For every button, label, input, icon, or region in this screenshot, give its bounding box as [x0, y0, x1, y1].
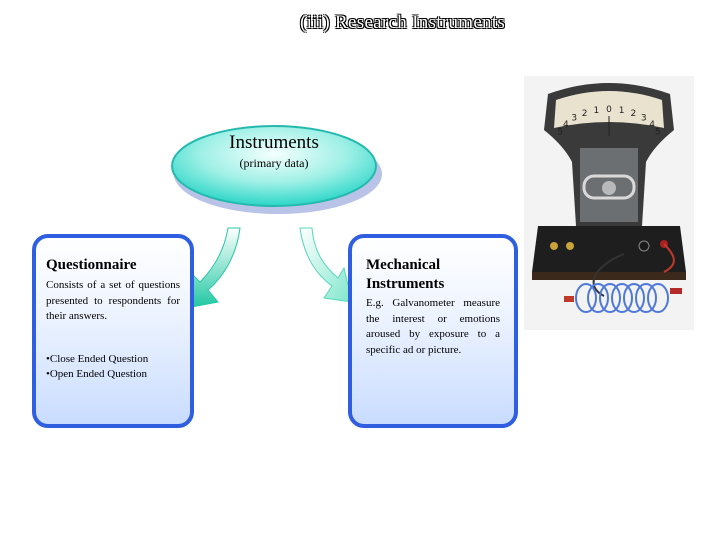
questionnaire-description: Consists of a set of questions presented… [46, 279, 180, 322]
right-arrow [299, 227, 353, 303]
dial-label: 2 [582, 109, 588, 119]
center-subtitle: (primary data) [239, 156, 309, 170]
dial-label: 4 [563, 120, 569, 130]
dial-label: 3 [641, 114, 647, 124]
dial-label: 5 [655, 127, 661, 137]
mechanical-title: Mechanical Instruments [366, 257, 445, 292]
dial-label: 1 [619, 106, 625, 116]
dial-label: 2 [631, 109, 637, 119]
dial-label: 5 [557, 127, 563, 137]
dial-label: 0 [606, 105, 612, 115]
left-arrow [185, 227, 241, 309]
mechanical-instruments-box: Mechanical Instruments E.g. Galvanometer… [348, 234, 518, 428]
list-item: •Close Ended Question [46, 353, 149, 365]
questionnaire-list: •Close Ended Question •Open Ended Questi… [46, 352, 148, 382]
center-title: Instruments [229, 132, 319, 153]
dial-label: 4 [649, 120, 655, 130]
list-item: •Open Ended Question [46, 368, 147, 380]
instruments-ellipse [168, 118, 384, 218]
questionnaire-title: Questionnaire [46, 257, 137, 273]
slide-title: (iii) Research Instruments [300, 12, 506, 33]
mechanical-description: E.g. Galvanometer measure the interest o… [366, 297, 500, 356]
dial-label: 1 [594, 106, 600, 116]
questionnaire-box: Questionnaire Consists of a set of quest… [32, 234, 194, 428]
dial-label: 3 [571, 114, 577, 124]
